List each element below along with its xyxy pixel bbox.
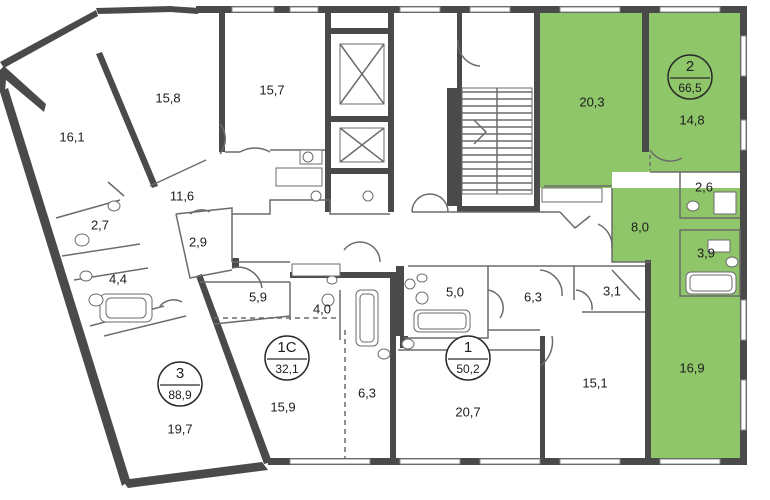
staircase: [461, 87, 533, 195]
windows: [231, 6, 747, 465]
room-area-label: 16,9: [679, 360, 704, 375]
apartment-number: 2: [686, 58, 694, 75]
room-area-label: 15,7: [259, 82, 284, 97]
apartment-area: 50,2: [456, 362, 480, 376]
apartment-area: 66,5: [678, 81, 702, 95]
room-area-label: 4,0: [313, 301, 331, 316]
room-area-label: 6,3: [524, 289, 542, 304]
room-area-label: 5,0: [446, 284, 464, 299]
room-area-label: 20,7: [455, 404, 480, 419]
room-area-label: 3,1: [603, 283, 621, 298]
room-area-label: 15,1: [582, 375, 607, 390]
room-area-label: 19,7: [167, 421, 192, 436]
doors: [107, 39, 683, 367]
room-area-label: 14,8: [679, 112, 704, 127]
exterior-walls: [0, 6, 747, 488]
room-area-label: 16,1: [59, 129, 84, 144]
room-area-label: 2,6: [695, 179, 713, 194]
room-area-label: 4,4: [109, 271, 127, 286]
room-area-label: 15,8: [155, 90, 180, 105]
apartment-badge-2[interactable]: 2 66,5: [667, 54, 713, 100]
apartment-area: 32,1: [275, 362, 299, 376]
apartment-number: 1С: [277, 339, 296, 356]
room-area-label: 6,3: [358, 385, 376, 400]
partitions: [55, 149, 741, 458]
apartment-badge-1[interactable]: 1 50,2: [445, 335, 491, 381]
apartment-area: 88,9: [168, 388, 192, 402]
room-area-label: 8,0: [631, 219, 649, 234]
room-area-label: 20,3: [579, 94, 604, 109]
apartment-badge-3[interactable]: 3 88,9: [157, 361, 203, 407]
apartment-badge-1c[interactable]: 1С 32,1: [264, 335, 310, 381]
room-area-label: 11,6: [170, 188, 194, 203]
bathroom-fixtures: [74, 149, 739, 360]
room-area-label: 5,9: [249, 289, 267, 304]
room-labels: 16,1 15,8 15,7 20,3 14,8 11,6 2,7 2,9 4,…: [59, 82, 715, 436]
interior-walls: [96, 12, 651, 462]
room-area-label: 3,9: [697, 245, 715, 260]
elevator-shafts: [339, 43, 385, 163]
room-area-label: 2,9: [189, 234, 207, 249]
room-area-label: 2,7: [91, 217, 109, 232]
apartment-number: 1: [464, 339, 472, 356]
room-area-label: 15,9: [270, 399, 295, 414]
apartment-number: 3: [176, 365, 184, 382]
